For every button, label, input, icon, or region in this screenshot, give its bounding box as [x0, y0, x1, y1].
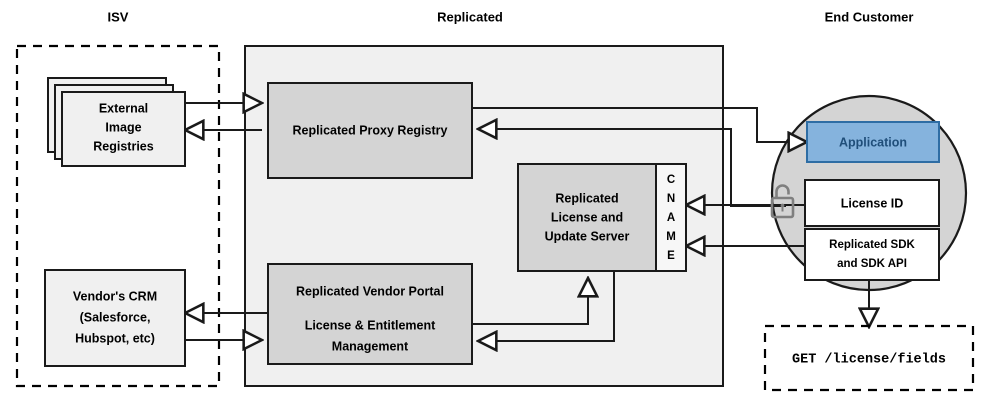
external-image-registries-label-line2: Image — [105, 120, 141, 134]
license-fields-request-box — [763, 324, 975, 392]
license-update-server-label-line3: Update Server — [545, 229, 630, 243]
zone-title-replicated: Replicated — [437, 9, 503, 24]
vendor-portal-label-line3: Management — [332, 339, 409, 353]
edge-proxy-to-application — [472, 107, 807, 142]
vendor-portal-label-line2: License & Entitlement — [305, 318, 436, 332]
cname-letter-n: N — [667, 193, 675, 205]
zone-isv — [15, 44, 221, 388]
license-update-server-label-line2: License and — [551, 210, 623, 224]
cname-letter-a: A — [667, 212, 675, 224]
license-update-server-label-line1: Replicated — [555, 191, 618, 205]
zone-title-end-customer: End Customer — [825, 9, 914, 24]
vendor-portal-label-line1: Replicated Vendor Portal — [296, 284, 444, 298]
unlock-icon — [770, 184, 795, 219]
cname-letter-m: M — [666, 231, 676, 243]
external-image-registries-label-line3: Registries — [93, 139, 153, 153]
replicated-sdk-box[interactable] — [804, 228, 940, 281]
application-label: Application — [839, 135, 907, 149]
external-image-registries-label-line1: External — [99, 101, 148, 115]
cname-letter-e: E — [667, 250, 675, 262]
external-image-registries[interactable] — [61, 91, 186, 167]
license-id-label: License ID — [841, 196, 904, 210]
replicated-sdk-label-line1: Replicated SDK — [829, 239, 915, 251]
cname-letter-c: C — [667, 174, 675, 186]
vendors-crm[interactable] — [44, 269, 186, 367]
replicated-proxy-registry[interactable] — [267, 82, 473, 179]
vendors-crm-label-line1: Vendor's CRM — [73, 289, 157, 303]
edge-vendor-portal-to-license-server — [472, 278, 588, 325]
application-box[interactable] — [806, 121, 940, 163]
replicated-vendor-portal[interactable] — [267, 263, 473, 365]
license-fields-request-label: GET /license/fields — [792, 353, 946, 368]
zone-title-isv: ISV — [108, 9, 129, 24]
replicated-sdk-label-line2: and SDK API — [837, 258, 907, 270]
edge-license-server-to-vendor-portal — [478, 271, 615, 341]
vendors-crm-label-line2: (Salesforce, — [80, 310, 151, 324]
cname-strip[interactable] — [655, 163, 687, 272]
license-id-box[interactable] — [804, 179, 940, 227]
vendors-crm-label-line3: Hubspot, etc) — [75, 331, 155, 345]
replicated-proxy-registry-label: Replicated Proxy Registry — [293, 123, 448, 137]
